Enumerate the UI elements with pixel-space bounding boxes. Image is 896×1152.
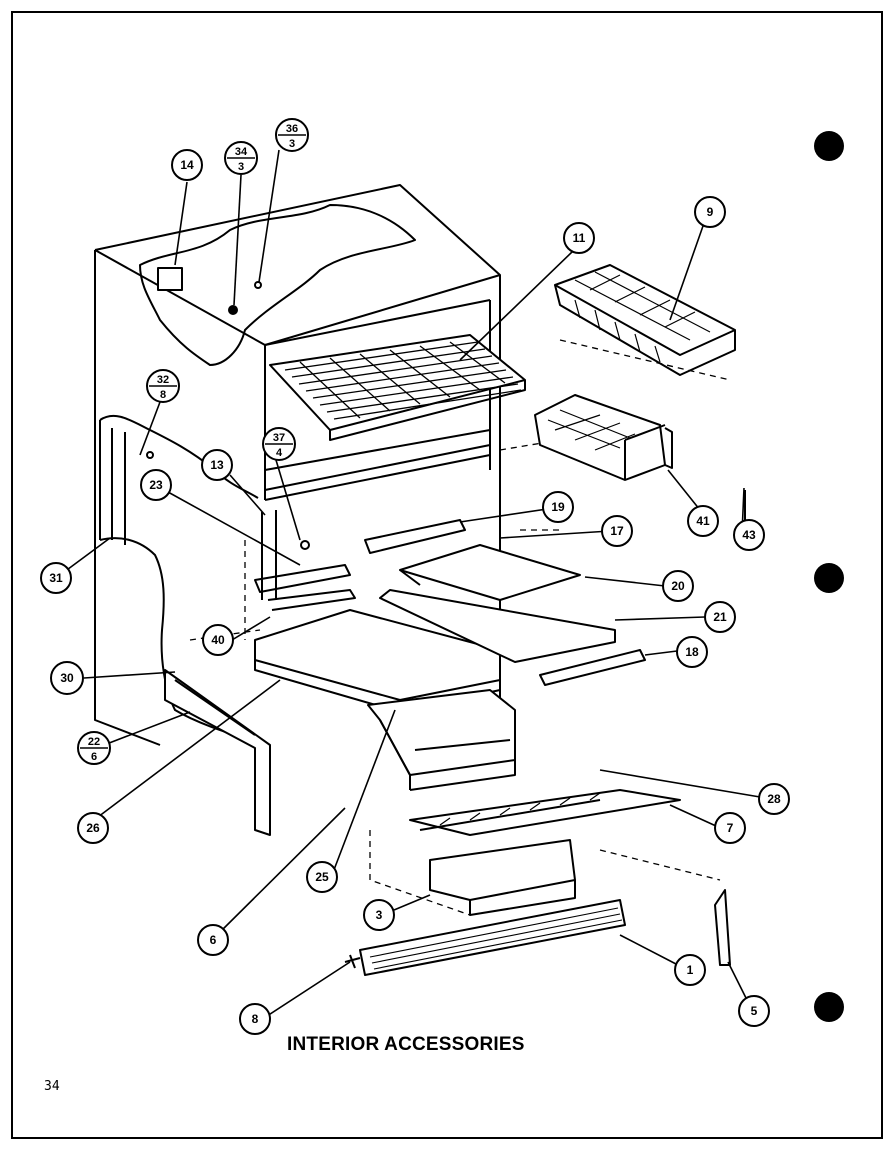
callout-dividers [80, 134, 306, 749]
callout-7: 7 [727, 821, 734, 835]
callout-circle-30 [50, 661, 84, 695]
callout-circle-3 [363, 899, 395, 931]
callout-22-bottom: 6 [91, 751, 97, 763]
callout-6: 6 [210, 933, 217, 947]
callout-32-top: 32 [157, 374, 169, 386]
callout-23: 23 [149, 478, 163, 492]
callout-circle-13 [201, 449, 233, 481]
callout-circle-8 [239, 1003, 271, 1035]
callout-circle-17 [601, 515, 633, 547]
callout-9: 9 [707, 205, 714, 219]
callout-20: 20 [671, 579, 685, 593]
callout-markers [40, 118, 790, 1035]
callout-circle-26 [77, 812, 109, 844]
callout-13: 13 [210, 458, 224, 472]
callout-circle-5 [738, 995, 770, 1027]
callout-circle-9 [694, 196, 726, 228]
cabinet-drawing [94, 184, 746, 976]
callout-5: 5 [751, 1004, 758, 1018]
callout-18: 18 [685, 645, 699, 659]
callout-circle-20 [662, 570, 694, 602]
callout-8: 8 [252, 1012, 259, 1026]
callout-26: 26 [86, 821, 100, 835]
callout-labels: 14 34 3 36 3 9 11 32 8 37 4 13 23 31 41 … [49, 123, 781, 1026]
callout-30: 30 [60, 671, 74, 685]
callout-14: 14 [180, 158, 194, 172]
callout-circle-40 [202, 624, 234, 656]
callout-40: 40 [211, 633, 225, 647]
callout-43: 43 [742, 528, 756, 542]
callout-36-top: 36 [286, 123, 298, 135]
callout-circle-6 [197, 924, 229, 956]
callout-21: 21 [713, 610, 727, 624]
callout-circle-14 [171, 149, 203, 181]
callout-circle-19 [542, 491, 574, 523]
page-number: 34 [44, 1079, 60, 1094]
callout-37-top: 37 [273, 432, 285, 444]
callout-36-bottom: 3 [289, 138, 295, 150]
callout-circle-41 [687, 505, 719, 537]
callout-32-bottom: 8 [160, 389, 166, 401]
callout-circle-1 [674, 954, 706, 986]
diagram-title: INTERIOR ACCESSORIES [287, 1034, 525, 1055]
callout-41: 41 [696, 514, 710, 528]
callout-19: 19 [551, 500, 565, 514]
callout-22-top: 22 [88, 736, 100, 748]
callout-circle-28 [758, 783, 790, 815]
callout-1: 1 [687, 963, 694, 977]
callout-circle-23 [140, 469, 172, 501]
callout-28: 28 [767, 792, 781, 806]
page-border [11, 11, 883, 1139]
callout-25: 25 [315, 870, 329, 884]
callout-34-bottom: 3 [238, 161, 244, 173]
binder-hole [814, 131, 844, 161]
callout-34-top: 34 [235, 146, 248, 158]
callout-circle-43 [733, 519, 765, 551]
binder-hole [814, 992, 844, 1022]
callout-3: 3 [376, 908, 383, 922]
callout-circle-25 [306, 861, 338, 893]
binder-hole [814, 563, 844, 593]
callout-37-bottom: 4 [276, 447, 283, 459]
callout-circle-31 [40, 562, 72, 594]
callout-circle-7 [714, 812, 746, 844]
callout-17: 17 [610, 524, 624, 538]
callout-11: 11 [573, 231, 586, 245]
callout-31: 31 [49, 571, 63, 585]
callout-circle-11 [563, 222, 595, 254]
callout-circle-21 [704, 601, 736, 633]
callout-circle-18 [676, 636, 708, 668]
